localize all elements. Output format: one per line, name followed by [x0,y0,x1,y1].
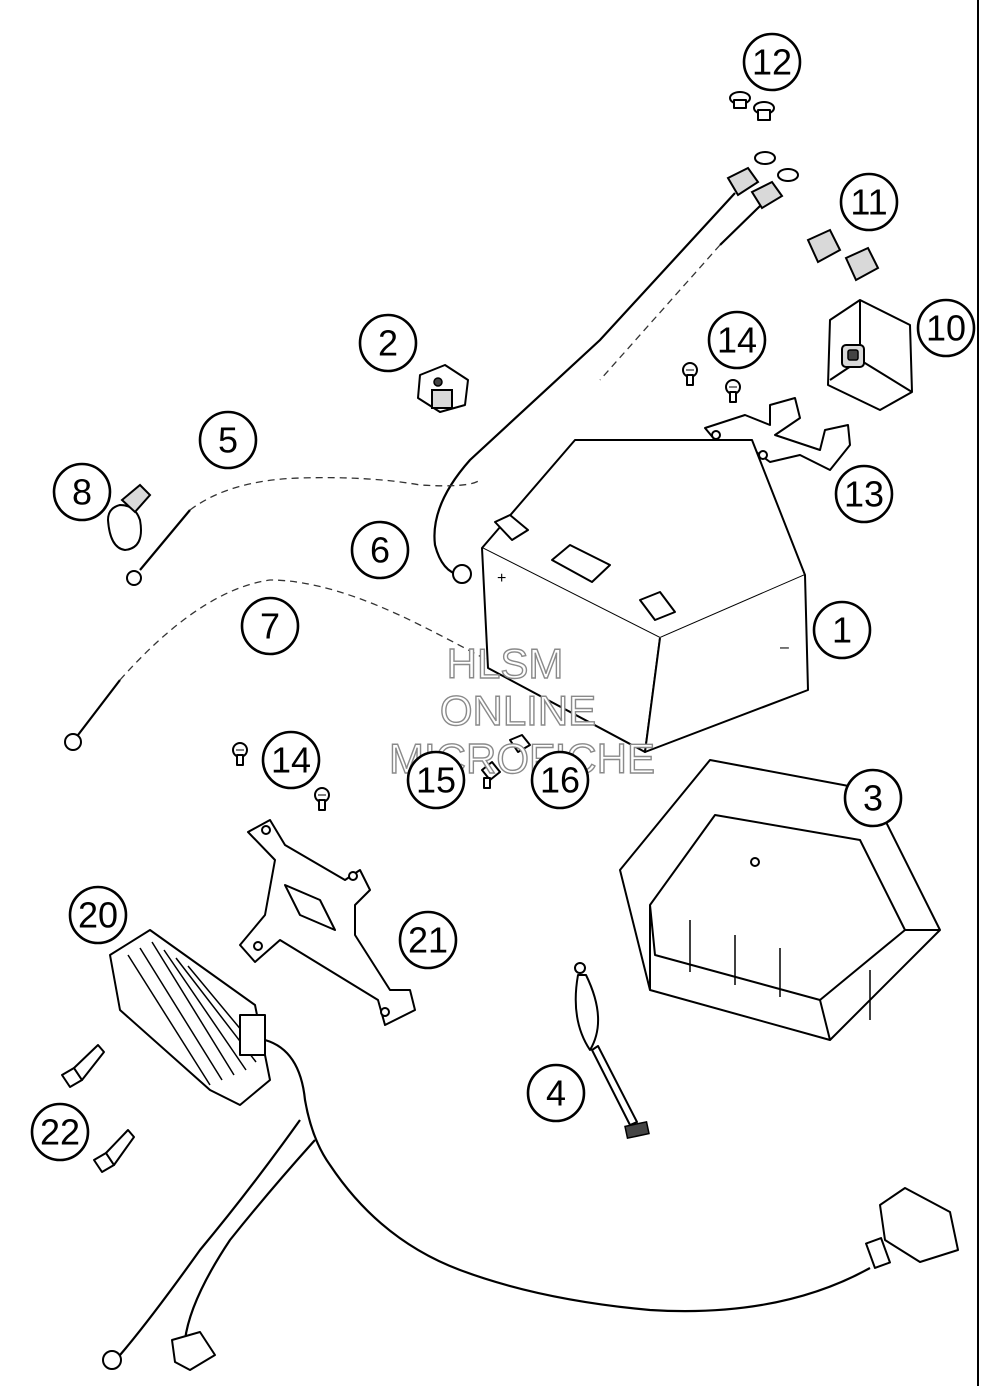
terminal-cover-part-2 [417,364,469,413]
callout-5: 5 [198,410,258,470]
callout-8: 8 [52,462,112,522]
fuses-part-11 [806,228,880,282]
callout-21: 21 [398,910,458,970]
callout-1-label: 1 [832,610,852,651]
bolt-nut-parts-15-16 [481,734,531,789]
bolts-part-22 [61,1044,135,1173]
callout-1: 1 [812,600,872,660]
callout-21-label: 21 [408,920,448,961]
callout-15-label: 15 [416,760,456,801]
callout-3-label: 3 [863,778,883,819]
battery-part-1: + – [481,439,809,753]
callout-12: 12 [742,32,802,92]
callout-7-label: 7 [260,606,280,647]
callout-14-lower: 14 [261,730,321,790]
callout-6-label: 6 [370,530,390,571]
callout-14-lower-label: 14 [271,740,311,781]
callout-6: 6 [350,520,410,580]
callout-11: 11 [839,172,899,232]
callout-7: 7 [240,596,300,656]
rubber-strap-part-4 [574,962,650,1140]
screws-part-12 [729,91,775,121]
callout-3: 3 [843,768,903,828]
screws-part-14-top [682,362,741,403]
battery-tray-part-3 [619,759,941,1041]
callout-20-label: 20 [78,895,118,936]
callout-4: 4 [526,1063,586,1123]
terminal-boot-part-8 [107,483,152,551]
callout-16-label: 16 [540,760,580,801]
cable-part-5 [126,476,481,586]
callout-2: 2 [358,313,418,373]
callout-15: 15 [406,750,466,810]
callout-14-top: 14 [707,310,767,370]
battery-plus-label: + [497,570,506,587]
cable-part-7 [64,579,541,751]
starter-relay-part-10 [827,299,913,411]
regulator-bracket-part-21 [239,819,416,1026]
callout-22: 22 [30,1102,90,1162]
watermark-line-1: HLSM [447,640,564,687]
callout-13-label: 13 [844,474,884,515]
callout-16: 16 [530,750,590,810]
battery-minus-label: – [780,639,789,656]
watermark-line-2: ONLINE [440,687,596,734]
callout-4-label: 4 [546,1073,566,1114]
callout-2-label: 2 [378,323,398,364]
callout-22-label: 22 [40,1112,80,1153]
regulator-part-20 [109,929,271,1106]
battery-cables-top [433,151,799,584]
callout-5-label: 5 [218,420,238,461]
callout-20: 20 [68,885,128,945]
callout-14-top-label: 14 [717,320,757,361]
callout-8-label: 8 [72,472,92,513]
regulator-wiring-harness [102,1038,959,1371]
callout-10-label: 10 [926,308,966,349]
callout-11-label: 11 [850,182,887,223]
callout-10: 10 [916,298,976,358]
callout-13: 13 [834,464,894,524]
screws-part-14-lower [232,742,330,811]
callout-12-label: 12 [752,42,792,83]
